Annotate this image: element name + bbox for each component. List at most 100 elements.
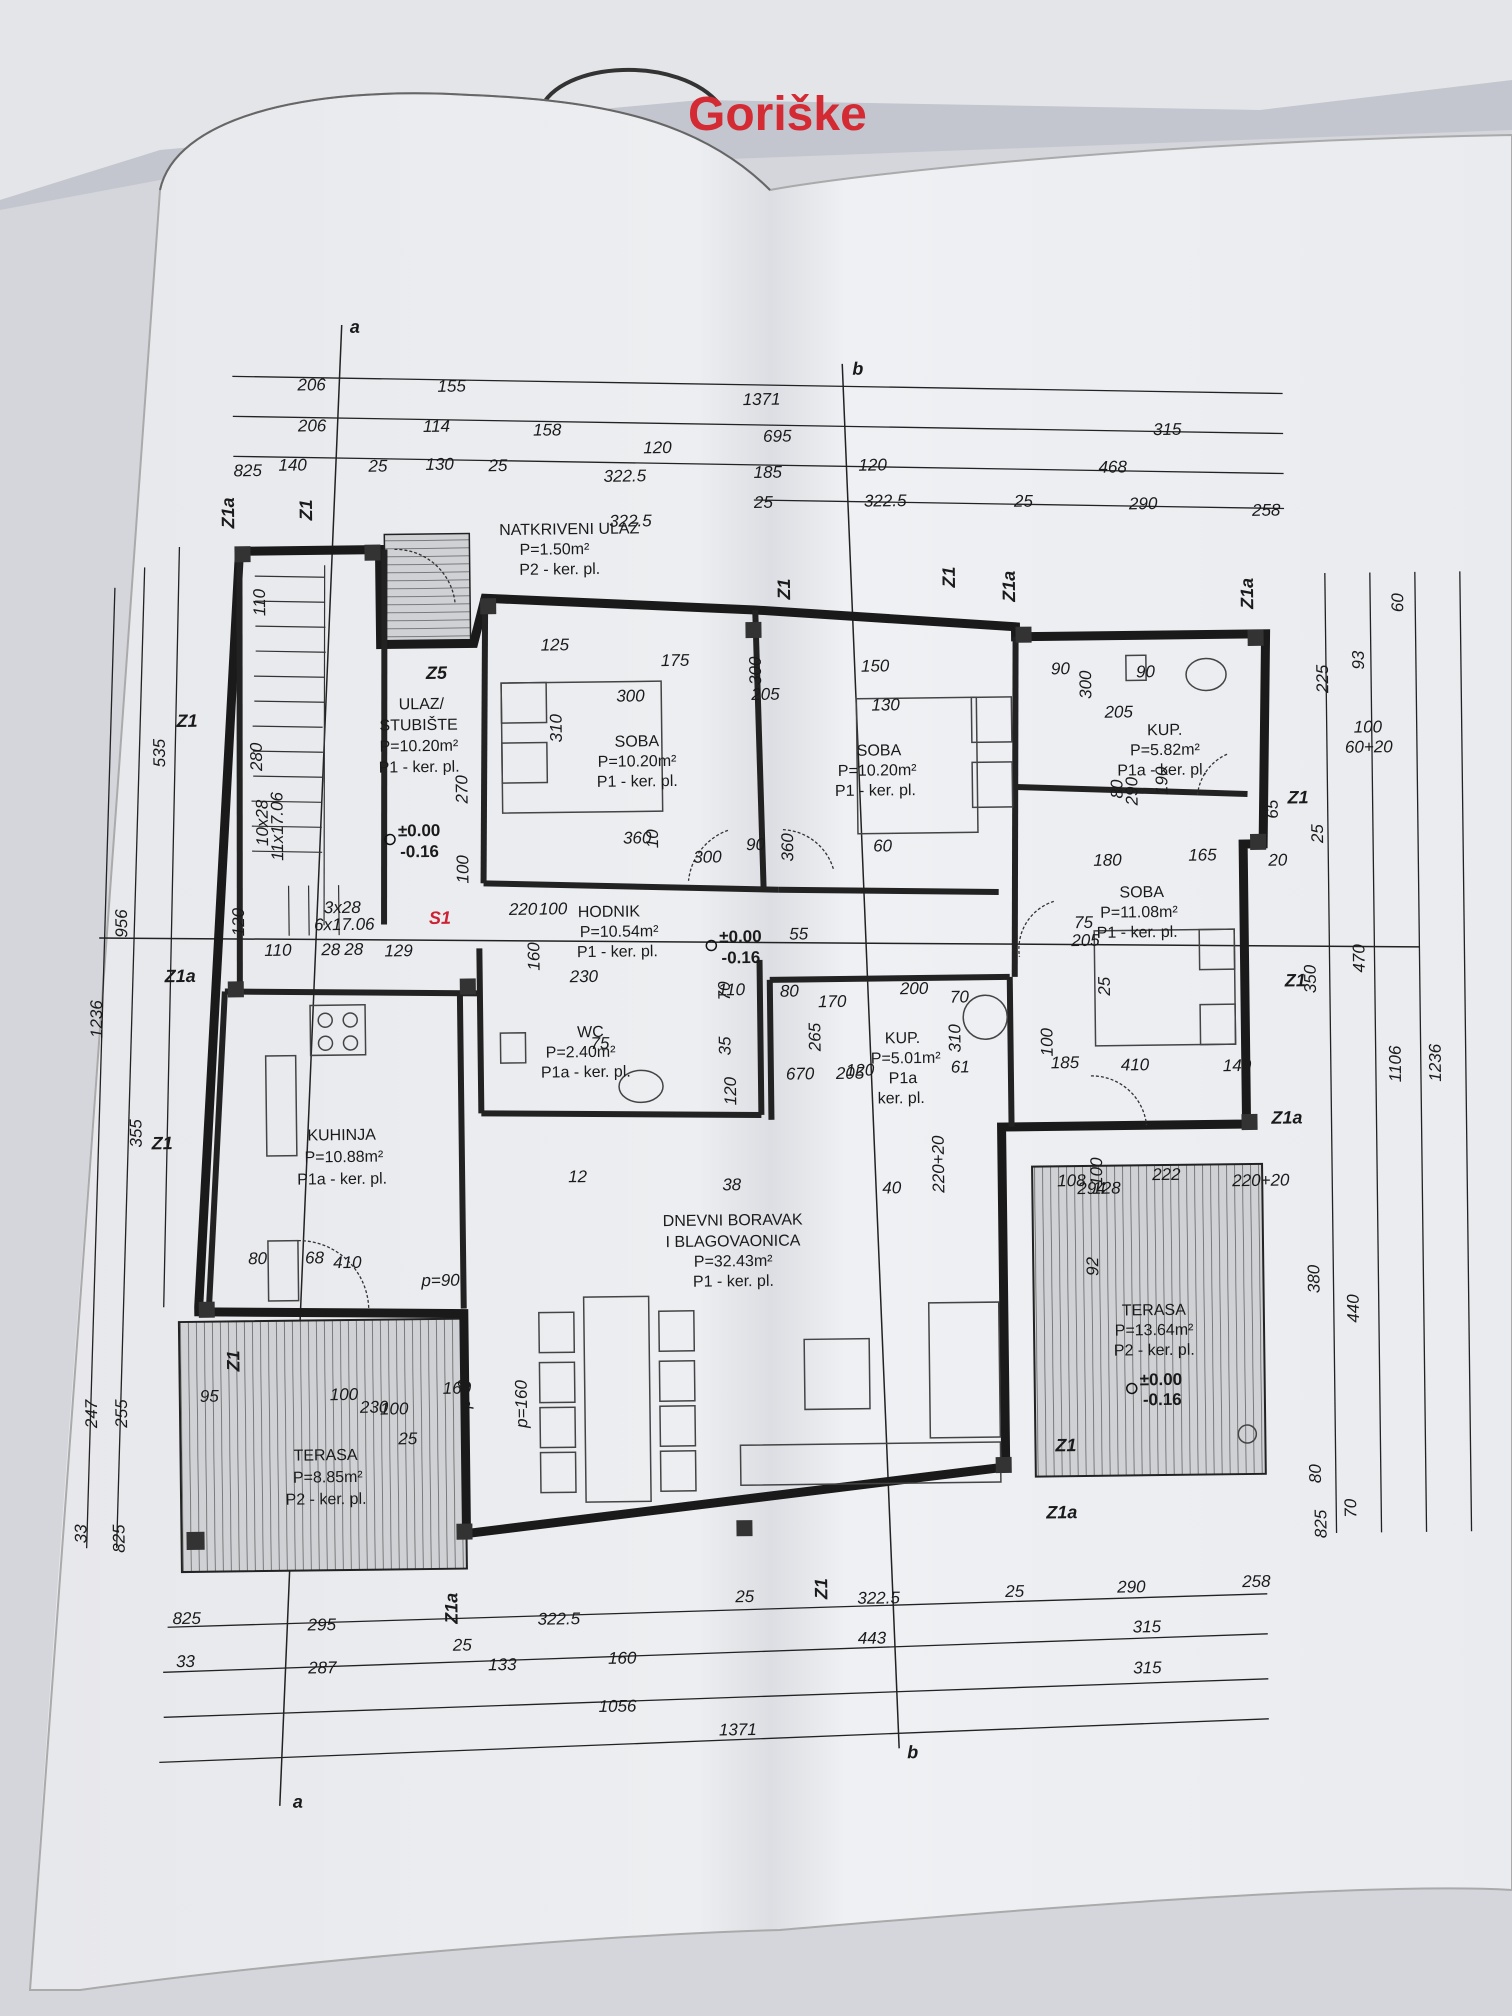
dim-interior-15: 300 — [616, 686, 645, 705]
dim-interior-83: 80 — [248, 1249, 268, 1268]
dim-interior-1: 280 — [247, 742, 266, 772]
dim-top-chain-1-2: 1371 — [743, 390, 781, 409]
room-entry-canopy-area: P=1.50m² — [519, 541, 590, 559]
dim-left-chain-7: 825 — [109, 1524, 128, 1553]
room-bedroom-mid-name: SOBA — [857, 742, 902, 760]
dim-interior-30: 90 — [1051, 659, 1071, 678]
dim-top-chain-3-7: 120 — [858, 455, 887, 474]
dim-interior-38: 25 — [1095, 976, 1114, 997]
dim-interior-4: 28 — [320, 940, 341, 959]
dim-interior-5: 28 — [343, 940, 364, 959]
dim-top-chain-4-4: 290 — [1128, 494, 1158, 513]
dim-interior-67: 40 — [882, 1178, 902, 1197]
brand-logo-text: Goriške — [688, 88, 867, 141]
dim-interior-84: 68 — [305, 1248, 325, 1267]
level-terrace-minus: -0.16 — [1143, 1390, 1182, 1409]
dim-interior-27: 300 — [1076, 670, 1095, 699]
dim-interior-47: 230 — [569, 967, 599, 986]
dim-left-chain-3: 355 — [126, 1119, 145, 1148]
inner-walls — [205, 549, 1248, 1312]
paper-curl-edge — [159, 92, 771, 191]
wall-label-z1-9: Z1 — [811, 1578, 831, 1600]
dimension-lines-bottom — [159, 1593, 1269, 1763]
dim-top-chain-2-5: 315 — [1153, 420, 1182, 439]
dim-bottom-chain-2-3: 133 — [488, 1655, 517, 1674]
dim-interior-87: p=160 — [512, 1379, 532, 1429]
dim-right-chain-9: 1236 — [1426, 1043, 1445, 1082]
dim-interior-12: 100 — [453, 855, 472, 884]
dim-interior-11: 270 — [452, 775, 471, 805]
level-terrace-plus: ±0.00 — [1140, 1370, 1183, 1390]
room-entry-name1: ULAZ/ — [399, 696, 445, 714]
room-terrace-right-name: TERASA — [1122, 1302, 1187, 1320]
dim-interior-29: 90 — [1136, 662, 1156, 681]
wall-label-z1-5: Z1 — [939, 566, 959, 588]
dim-interior-56: 200 — [899, 979, 929, 998]
dim-bottom-chain-2-2: 25 — [452, 1636, 473, 1655]
dim-interior-46: 220 — [508, 900, 538, 919]
room-hallway-area: P=10.54m² — [580, 923, 660, 941]
dim-interior-75: 92 — [1083, 1256, 1102, 1276]
wall-label-z1a-7: Z1a — [441, 1593, 461, 1625]
level-hall-plus: ±0.00 — [719, 927, 762, 947]
dim-interior-25: 300 — [693, 847, 722, 866]
room-bedroom-left-name: SOBA — [615, 733, 660, 751]
dim-right-chain-12: 80 — [1306, 1464, 1325, 1484]
room-terrace-right-area: P=13.64m² — [1115, 1322, 1195, 1340]
wall-label-z1a-6: Z1a — [1045, 1502, 1077, 1522]
section-mark-a-top: a — [350, 317, 360, 337]
dim-interior-61: 120 — [846, 1061, 875, 1080]
dim-interior-77: 100 — [330, 1385, 359, 1404]
room-bathroom-mid-area: P=5.01m² — [871, 1050, 942, 1068]
dim-interior-81: 160 — [443, 1379, 472, 1398]
room-kitchen-name: KUHINJA — [307, 1127, 376, 1145]
dim-top-chain-3-0: 825 — [233, 461, 262, 480]
dim-bottom-chain-1-2: 322.5 — [537, 1609, 580, 1629]
dim-interior-24: 10 — [643, 829, 662, 849]
dim-interior-51: 35 — [715, 1036, 734, 1056]
dim-interior-9: 10x28 — [253, 799, 273, 846]
room-bathroom-top-name: KUP. — [1147, 722, 1182, 739]
dim-bottom-chain-4-0: 1371 — [719, 1720, 757, 1739]
room-bathroom-top-floor: P1a - ker. pl. — [1117, 761, 1207, 779]
wall-label-z1-2: Z1 — [175, 711, 197, 731]
room-entry-floor: P1 - ker. pl. — [379, 759, 460, 777]
room-entry-area: P=10.20m² — [379, 738, 459, 756]
dim-right-chain-5: 25 — [1308, 824, 1327, 845]
room-wc-floor: P1a - ker. pl. — [541, 1064, 631, 1082]
furniture — [264, 654, 1258, 1503]
dim-top-chain-1-0: 206 — [296, 375, 326, 394]
dim-interior-58: 205 — [835, 1064, 865, 1083]
dim-top-chain-4-1: 25 — [753, 493, 774, 512]
room-living-name2: I BLAGOVAONICA — [665, 1232, 800, 1251]
dim-interior-72: 100 — [1087, 1157, 1106, 1186]
room-bedroom-mid-area: P=10.20m² — [838, 762, 918, 780]
room-hallway-floor: P1 - ker. pl. — [577, 943, 658, 961]
dim-top-chain-3-4: 25 — [487, 456, 508, 475]
dim-interior-79: 25 — [397, 1429, 418, 1448]
dim-interior-65: 12 — [568, 1167, 588, 1186]
dim-interior-44: 205 — [1070, 931, 1100, 950]
dim-top-chain-2-4: 695 — [763, 427, 792, 446]
room-entry-canopy-floor: P2 - ker. pl. — [519, 561, 600, 579]
dim-interior-60: 265 — [805, 1022, 824, 1052]
dim-top-chain-3-3: 130 — [425, 455, 454, 474]
terrace-left-hatch — [177, 1317, 468, 1574]
room-bathroom-mid-floor2: ker. pl. — [878, 1090, 925, 1108]
dim-right-chain-6: 350 — [1301, 964, 1320, 993]
dim-interior-18: 300 — [746, 656, 765, 685]
dim-interior-78: 100 — [380, 1399, 409, 1418]
dim-interior-62: 310 — [945, 1024, 964, 1053]
dim-right-chain-14: 825 — [1311, 1509, 1330, 1538]
dim-interior-3: 110 — [264, 941, 292, 960]
dim-top-chain-3-8: 468 — [1098, 457, 1127, 476]
dim-interior-28: 205 — [1103, 702, 1133, 721]
dim-top-chain-2-1: 114 — [423, 417, 450, 436]
wall-label-z1-3: Z1 — [151, 1133, 173, 1153]
dim-bottom-chain-1-4: 322.5 — [857, 1588, 900, 1608]
dim-left-chain-2: 1236 — [87, 1000, 106, 1039]
dim-top-chain-4-3: 25 — [1013, 492, 1034, 511]
dim-top-chain-4-0: 322.5 — [609, 511, 652, 531]
dim-top-chain-3-5: 322.5 — [603, 466, 646, 486]
dim-left-chain-5: 255 — [112, 1399, 131, 1429]
